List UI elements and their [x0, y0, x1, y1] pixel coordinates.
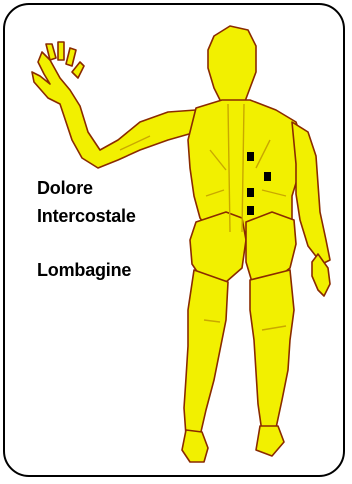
point-marker: [247, 206, 254, 215]
point-marker: [247, 188, 254, 197]
label-dolore: Dolore: [37, 178, 93, 199]
point-marker: [247, 152, 254, 161]
point-marker: [264, 172, 271, 181]
label-intercostale: Intercostale: [37, 206, 136, 227]
label-lombagine: Lombagine: [37, 260, 131, 281]
